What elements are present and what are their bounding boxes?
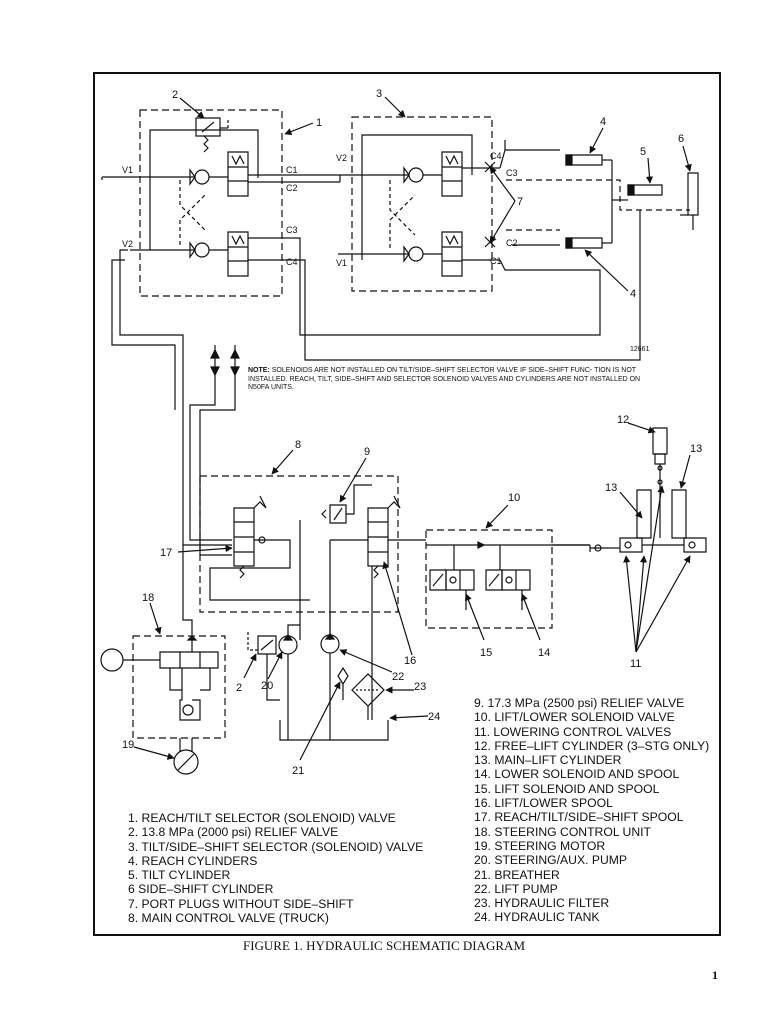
callout-4-bottom: 4 [630, 288, 636, 300]
callout-16: 16 [404, 655, 416, 667]
callout-17: 17 [160, 547, 172, 559]
legend-item: 7. PORT PLUGS WITHOUT SIDE–SHIFT [128, 896, 354, 911]
callout-8: 8 [295, 439, 301, 451]
callout-3: 3 [376, 88, 382, 100]
port-label-c4-right: C4 [490, 151, 502, 161]
drawing-number: 12661 [630, 346, 650, 353]
callout-13-right: 13 [690, 443, 702, 455]
callout-14: 14 [538, 647, 550, 659]
legend-item: 19. STEERING MOTOR [474, 838, 606, 853]
callout-11: 11 [630, 658, 641, 670]
solenoid-valve-3b [442, 232, 462, 276]
schematic-note: NOTE: SOLENOIDS ARE NOT INSTALLED ON TIL… [248, 367, 648, 393]
legend-item: 4. REACH CYLINDERS [128, 853, 258, 868]
breather [338, 668, 348, 684]
steering-control-unit-housing [133, 636, 225, 738]
callout-19: 19 [122, 739, 134, 751]
legend-item: 22. LIFT PUMP [474, 881, 558, 896]
solenoid-valve-1b [228, 232, 248, 276]
note-text: SOLENOIDS ARE NOT INSTALLED ON TILT/SIDE… [248, 367, 641, 391]
callout-2-bottom: 2 [236, 682, 242, 694]
side-shift-cylinder [688, 173, 698, 215]
main-control-valve-housing [200, 476, 398, 612]
port-label-c3-left: C3 [286, 225, 298, 235]
legend-item: 10. LIFT/LOWER SOLENOID VALVE [474, 710, 675, 725]
port-label-v1-right: V1 [336, 258, 347, 268]
callout-2-top: 2 [172, 89, 178, 101]
port-label-c2-right: C2 [506, 238, 518, 248]
page-number: 1 [712, 968, 718, 982]
port-label-c1-right: C1 [490, 256, 502, 266]
callout-24: 24 [428, 711, 440, 723]
legend-right: 9. 17.3 MPa (2500 psi) RELIEF VALVE 10. … [474, 696, 709, 925]
port-label-c2-left: C2 [286, 183, 298, 193]
legend-item: 1. REACH/TILT SELECTOR (SOLENOID) VALVE [128, 811, 396, 825]
callout-10: 10 [508, 492, 520, 504]
port-label-v2-left: V2 [122, 239, 133, 249]
legend-item: 13. MAIN–LIFT CYLINDER [474, 753, 622, 768]
callout-4-top: 4 [600, 116, 606, 128]
free-lift-cylinder [653, 428, 667, 454]
steering-motor [174, 750, 198, 774]
legend-item: 9. 17.3 MPa (2500 psi) RELIEF VALVE [474, 696, 685, 710]
callout-5: 5 [640, 146, 646, 158]
legend-item: 2. 13.8 MPa (2000 psi) RELIEF VALVE [128, 825, 339, 840]
valve-1-housing [140, 110, 282, 296]
callout-9: 9 [364, 446, 370, 458]
hydraulic-tank [280, 720, 388, 740]
legend-item: 24. HYDRAULIC TANK [474, 910, 600, 925]
legend-left: 1. REACH/TILT SELECTOR (SOLENOID) VALVE … [128, 811, 423, 925]
callout-21: 21 [292, 765, 304, 777]
callout-12: 12 [617, 414, 629, 426]
port-label-c4-left: C4 [286, 257, 298, 267]
callout-1: 1 [316, 117, 322, 129]
legend-item: 12. FREE–LIFT CYLINDER (3–STG ONLY) [474, 738, 710, 753]
main-lift-cylinder-right [672, 490, 686, 538]
valve-3-housing [352, 117, 492, 291]
legend-item: 3. TILT/SIDE–SHIFT SELECTOR (SOLENOID) V… [128, 839, 424, 854]
pilot-check-valve-lower [195, 243, 209, 257]
legend-item: 8. MAIN CONTROL VALVE (TRUCK) [128, 911, 329, 926]
callout-7: 7 [517, 196, 523, 208]
callout-13-left: 13 [605, 482, 617, 494]
port-label-v1-left: V1 [122, 165, 133, 175]
legend-item: 21. BREATHER [474, 867, 560, 882]
pilot-check-valve-upper [195, 170, 209, 184]
diagram-frame [93, 72, 721, 936]
callout-23: 23 [414, 681, 426, 693]
legend-item: 17. REACH/TILT/SIDE–SHIFT SPOOL [474, 810, 684, 825]
legend-item: 23. HYDRAULIC FILTER [474, 896, 610, 911]
legend-item: 14. LOWER SOLENOID AND SPOOL [474, 767, 680, 782]
pilot-check-valve-3-lower [409, 247, 423, 261]
steering-wheel [101, 649, 123, 671]
port-label-c3-right: C3 [506, 168, 518, 178]
figure-caption: FIGURE 1. HYDRAULIC SCHEMATIC DIAGRAM [242, 938, 526, 953]
solenoid-valve-1a [228, 152, 248, 196]
callout-6: 6 [678, 133, 684, 145]
port-label-c1-left: C1 [286, 165, 298, 175]
callout-22: 22 [392, 671, 404, 683]
port-label-v2-right: V2 [336, 153, 347, 163]
legend-item: 20. STEERING/AUX. PUMP [474, 853, 628, 868]
legend-item: 6 SIDE–SHIFT CYLINDER [128, 882, 274, 897]
callout-20: 20 [261, 680, 273, 692]
callout-18: 18 [142, 592, 154, 604]
legend-item: 11. LOWERING CONTROL VALVES [474, 724, 672, 739]
legend-item: 18. STEERING CONTROL UNIT [474, 824, 651, 839]
pilot-check-valve-3-upper [409, 168, 423, 182]
note-label: NOTE: [248, 367, 270, 374]
legend-item: 16. LIFT/LOWER SPOOL [474, 796, 613, 811]
legend-item: 15. LIFT SOLENOID AND SPOOL [474, 781, 660, 796]
legend-item: 5. TILT CYLINDER [128, 868, 231, 883]
hydraulic-filter [352, 674, 384, 706]
solenoid-valve-3a [442, 152, 462, 196]
callout-15: 15 [480, 647, 492, 659]
lift-lower-solenoid-housing [426, 530, 552, 628]
relief-valve-2-top [196, 118, 220, 136]
